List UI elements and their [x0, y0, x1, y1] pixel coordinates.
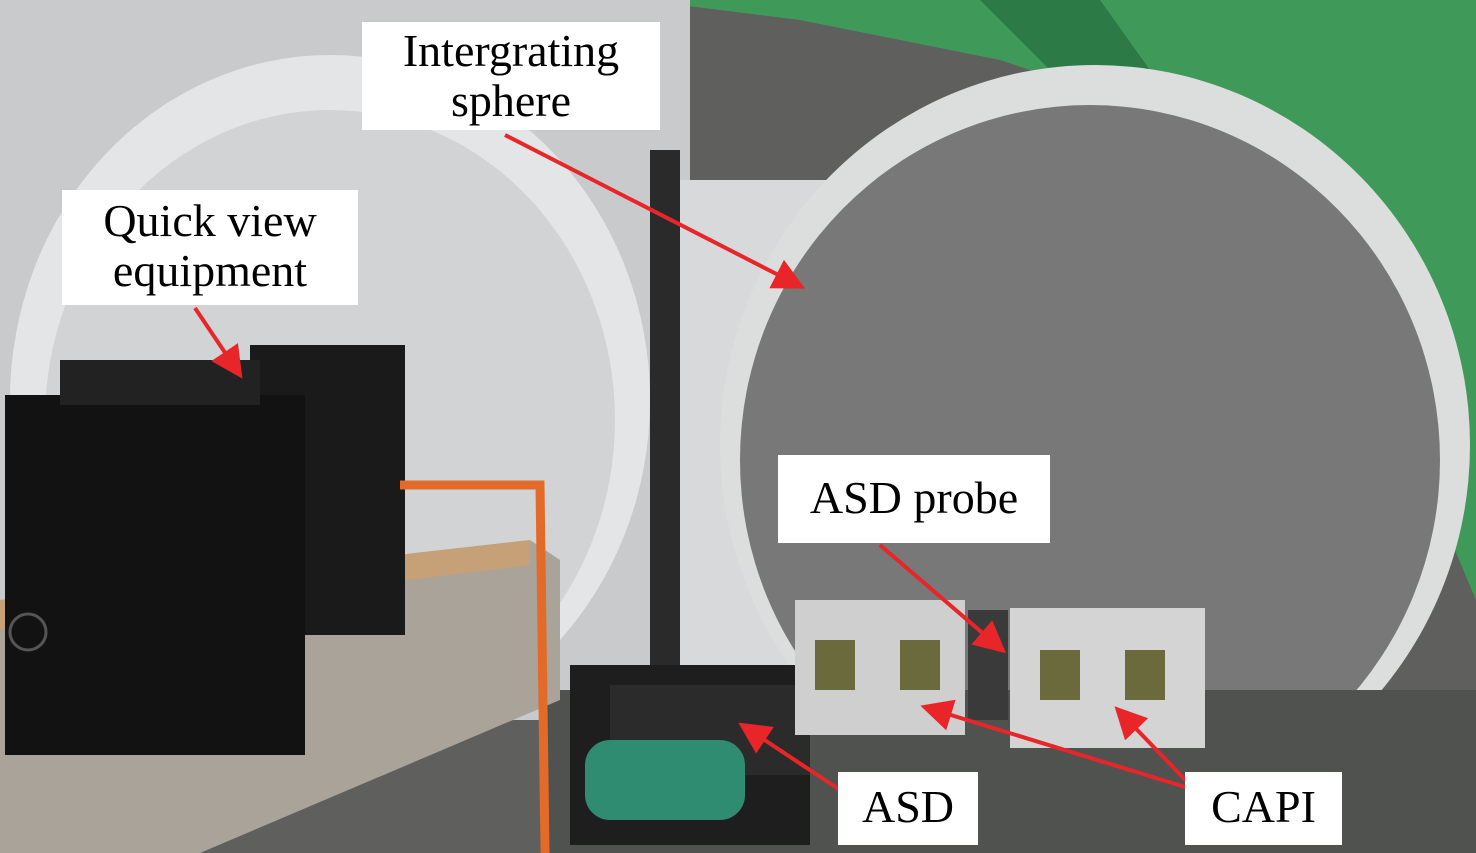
arrow-capi-left	[920, 699, 1196, 792]
label-capi: CAPI	[1185, 772, 1342, 845]
label-line: equipment	[112, 245, 308, 296]
label-line: Intergrating	[402, 25, 620, 76]
arrow-asd-probe	[878, 543, 1007, 654]
label-line: Quick view	[103, 195, 317, 246]
arrow-sphere	[504, 133, 806, 289]
label-asd-probe: ASD probe	[778, 455, 1050, 543]
arrow-capi-right	[1114, 706, 1197, 792]
capi-box-right	[1010, 608, 1205, 748]
arrow-quick-view	[193, 306, 243, 379]
label-integrating-sphere: Intergrating sphere	[362, 22, 660, 130]
label-line: sphere	[450, 75, 572, 126]
arrow-asd	[738, 722, 842, 792]
green-frame	[640, 0, 1476, 600]
computer-case	[5, 395, 305, 755]
label-quick-view: Quick view equipment	[62, 190, 358, 305]
label-asd: ASD	[838, 772, 978, 845]
